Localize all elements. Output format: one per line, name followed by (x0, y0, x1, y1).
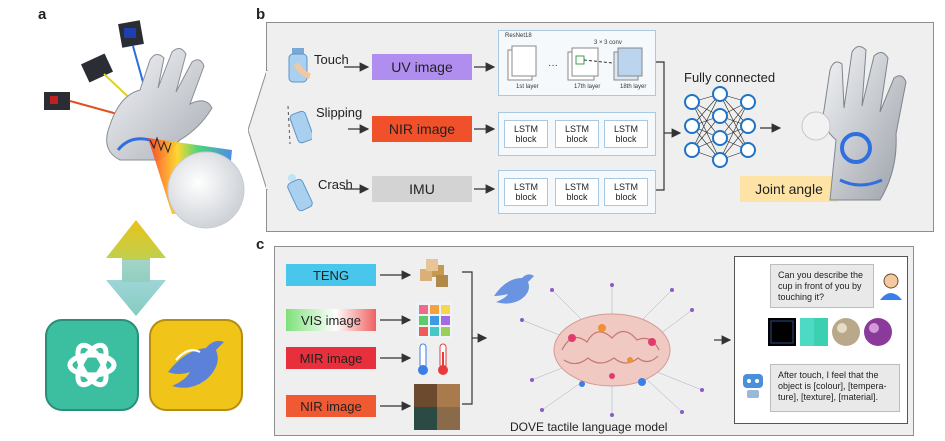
resnet-conv-label: 3 × 3 conv (594, 40, 622, 46)
svg-text:···: ··· (548, 60, 558, 71)
modality-imu: IMU (372, 176, 472, 202)
panel-label-b: b (256, 6, 266, 23)
tactile-images-strip (768, 318, 892, 346)
camera-icon (118, 20, 144, 48)
modality-uv-image: UV image (372, 54, 472, 80)
person-avatar-icon (880, 273, 902, 300)
neural-network-diagram (684, 86, 756, 168)
input-mir-image: MIR image (286, 347, 376, 369)
camera-icon (44, 92, 70, 110)
input-label-crash: Crash (318, 177, 353, 192)
panel-label-a: a (38, 6, 47, 23)
fully-connected-label: Fully connected (684, 70, 776, 85)
water-bottle-icon (288, 48, 311, 83)
input-nir-image: NIR image (286, 395, 376, 417)
resnet-title: ResNet18 (505, 33, 532, 39)
input-teng: TENG (286, 264, 376, 286)
dove-bird-icon (149, 319, 243, 411)
resnet-layers-graphic: ··· (507, 45, 643, 81)
water-bottle-icon (287, 105, 312, 145)
panel-a-illustration (44, 20, 245, 411)
panel-b-notch (248, 70, 270, 190)
robot-hand-icon (801, 46, 907, 201)
teng-cubes-icon (420, 259, 448, 287)
robot-avatar-icon (743, 374, 763, 398)
brain-network-icon (520, 283, 704, 417)
nir-texture-icon (414, 384, 460, 430)
resnet-layer-17: 17th layer (574, 84, 601, 90)
question-bubble: Can you describe the cup in front of you… (770, 264, 874, 308)
joint-angle-box: Joint angle (740, 176, 838, 202)
resnet-layer-1: 1st layer (516, 84, 539, 90)
resnet-layer-18: 18th layer (620, 84, 647, 90)
answer-bubble: After touch, I feel that the object is [… (770, 364, 900, 412)
water-bottle-icon (287, 174, 313, 212)
dove-bird-icon (494, 274, 534, 304)
input-vis-image: VIS image (286, 309, 376, 331)
robot-hand-icon (106, 48, 213, 161)
model-label: DOVE tactile language model (510, 420, 668, 434)
panel-label-c: c (256, 236, 265, 253)
input-label-touch: Touch (314, 52, 349, 67)
input-label-slipping: Slipping (316, 105, 363, 120)
vis-color-grid-icon (416, 302, 452, 338)
thermometer-icon (418, 343, 448, 375)
chatgpt-logo-icon (45, 319, 139, 411)
modality-nir-image: NIR image (372, 116, 472, 142)
